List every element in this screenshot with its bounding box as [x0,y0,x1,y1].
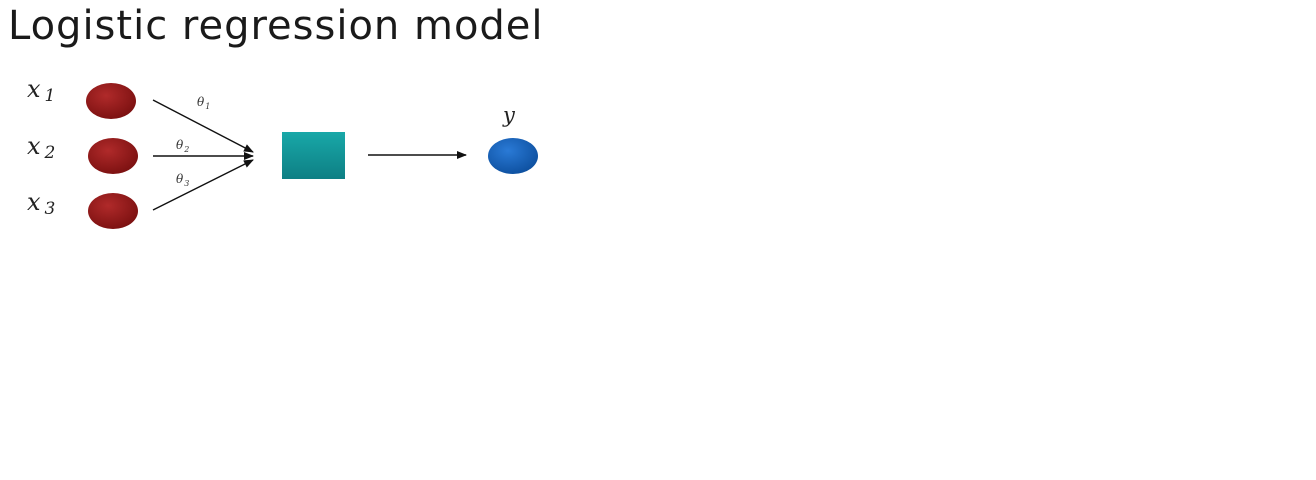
page-title: Logistic regression model [8,3,544,49]
input-node-x3 [88,193,138,229]
weight-label-theta3: θ3 [176,172,189,188]
input-node-x2 [88,138,138,174]
output-node-y [488,138,538,174]
activation-unit-box [282,132,345,179]
output-label-y: y [502,103,516,127]
input-node-x1 [86,83,136,119]
weight-arrow-1 [152,99,254,153]
weight-arrow-3 [152,159,254,211]
weight-label-theta2: θ2 [176,138,189,154]
weight-label-theta1: θ1 [197,95,210,111]
